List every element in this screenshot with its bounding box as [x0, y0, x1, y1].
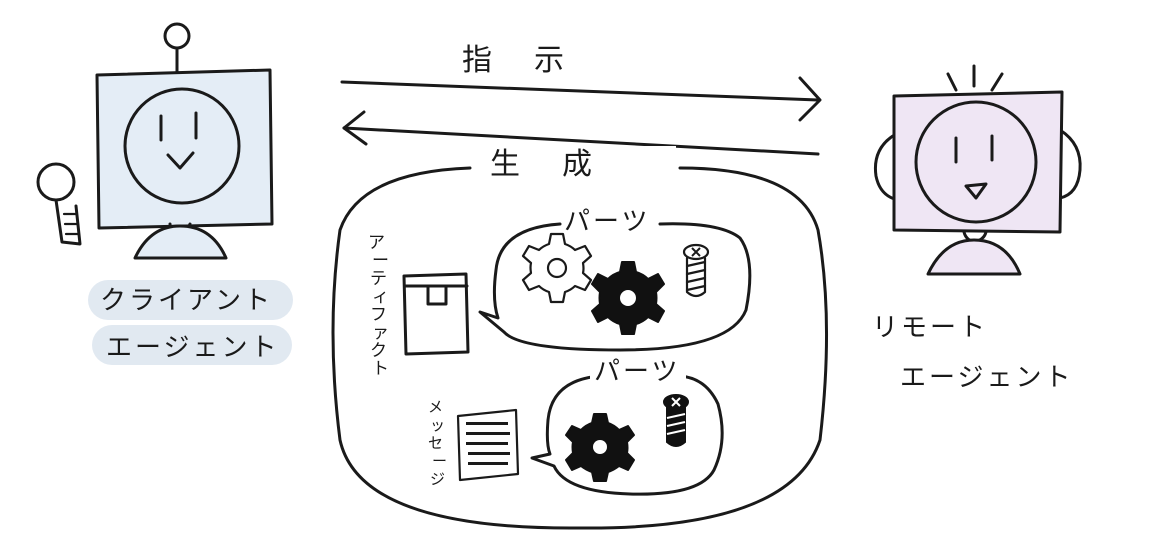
artifact-parts-label: パーツ	[564, 207, 650, 237]
screw-icon	[682, 243, 710, 298]
artifact-label: ア ー テ ィ フ ァ ク ト	[368, 233, 394, 379]
client-agent-robot-icon	[36, 22, 274, 260]
gear-filled-icon	[565, 413, 635, 482]
remote-agent-label-2: エージェント	[900, 363, 1073, 393]
message-label: メ ッ セ ー ジ	[428, 398, 452, 488]
message-document-icon	[456, 408, 520, 482]
client-label-highlight-2	[92, 325, 292, 365]
generation-label: 生 成	[490, 147, 598, 182]
client-agent-label-2: エージェント	[106, 333, 279, 363]
message-parts-bubble	[530, 374, 724, 496]
artifact-folder-icon	[402, 272, 470, 356]
screw-icon	[663, 394, 689, 447]
instruction-arrow	[340, 76, 822, 122]
gear-filled-icon	[591, 261, 665, 335]
message-parts-label: パーツ	[594, 357, 680, 387]
instruction-label: 指 示	[462, 43, 570, 78]
remote-agent-robot-icon	[873, 64, 1082, 276]
artifact-parts-bubble	[478, 222, 752, 352]
generation-container	[331, 166, 829, 530]
client-agent-label-1: クライアント	[100, 286, 273, 316]
generation-arrow	[342, 110, 820, 156]
client-label-highlight	[88, 280, 293, 320]
remote-agent-label-1: リモート	[872, 313, 988, 343]
gear-outline-icon	[521, 232, 593, 304]
